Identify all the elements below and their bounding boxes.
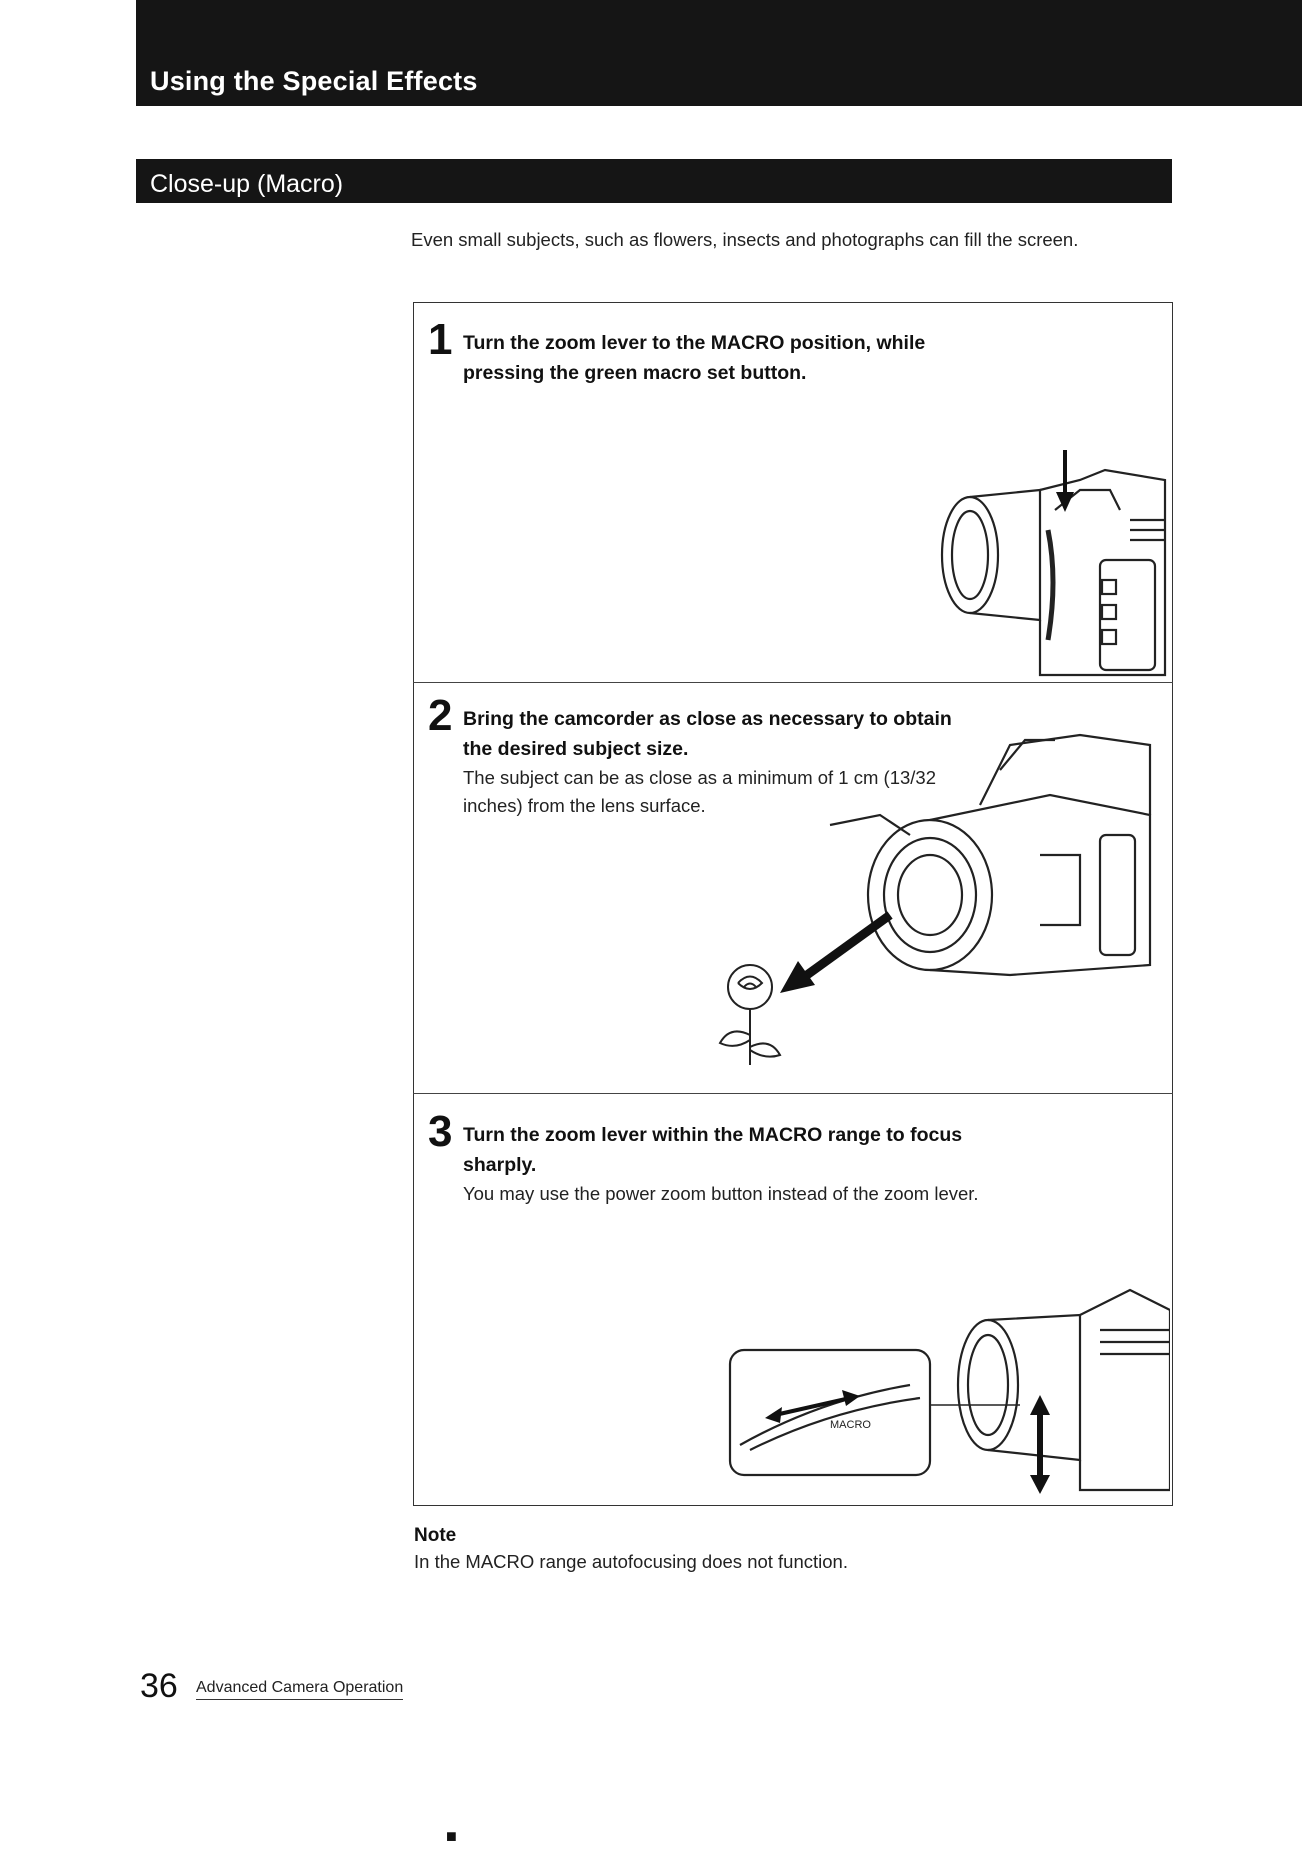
note-text: In the MACRO range autofocusing does not… (414, 1551, 848, 1572)
step-divider-1 (413, 682, 1173, 683)
camcorder-zoom-lever-illustration: MACRO (728, 1288, 1170, 1494)
step-body: You may use the power zoom button instea… (463, 1183, 979, 1204)
intro-text: Even small subjects, such as flowers, in… (411, 229, 1079, 250)
header-band (136, 0, 1302, 106)
step-heading: Turn the zoom lever to the MACRO positio… (463, 332, 926, 384)
print-mark: ■ (446, 1826, 457, 1846)
steps-frame (413, 302, 1173, 1506)
rose-icon (718, 964, 782, 1065)
macro-label: MACRO (830, 1419, 871, 1431)
section-title: Close-up (Macro) (150, 170, 344, 198)
step-body: The subject can be as close as a minimum… (463, 767, 936, 816)
page-number: 36 (140, 1667, 178, 1705)
step-number: 2 (428, 691, 453, 740)
step-divider-2 (413, 1093, 1173, 1094)
camcorder-subject-distance-illustration (718, 733, 1152, 1065)
step-heading: Turn the zoom lever within the MACRO ran… (463, 1124, 963, 1176)
section-bar (136, 159, 1172, 203)
header-title: Using the Special Effects (150, 66, 478, 96)
step-heading: Bring the camcorder as close as necessar… (463, 708, 952, 760)
note-label: Note (414, 1525, 457, 1546)
step-number: 3 (428, 1107, 453, 1156)
footer-section-label: Advanced Camera Operation (196, 1679, 404, 1700)
step-number: 1 (428, 315, 453, 364)
camcorder-macro-button-illustration (940, 450, 1167, 677)
